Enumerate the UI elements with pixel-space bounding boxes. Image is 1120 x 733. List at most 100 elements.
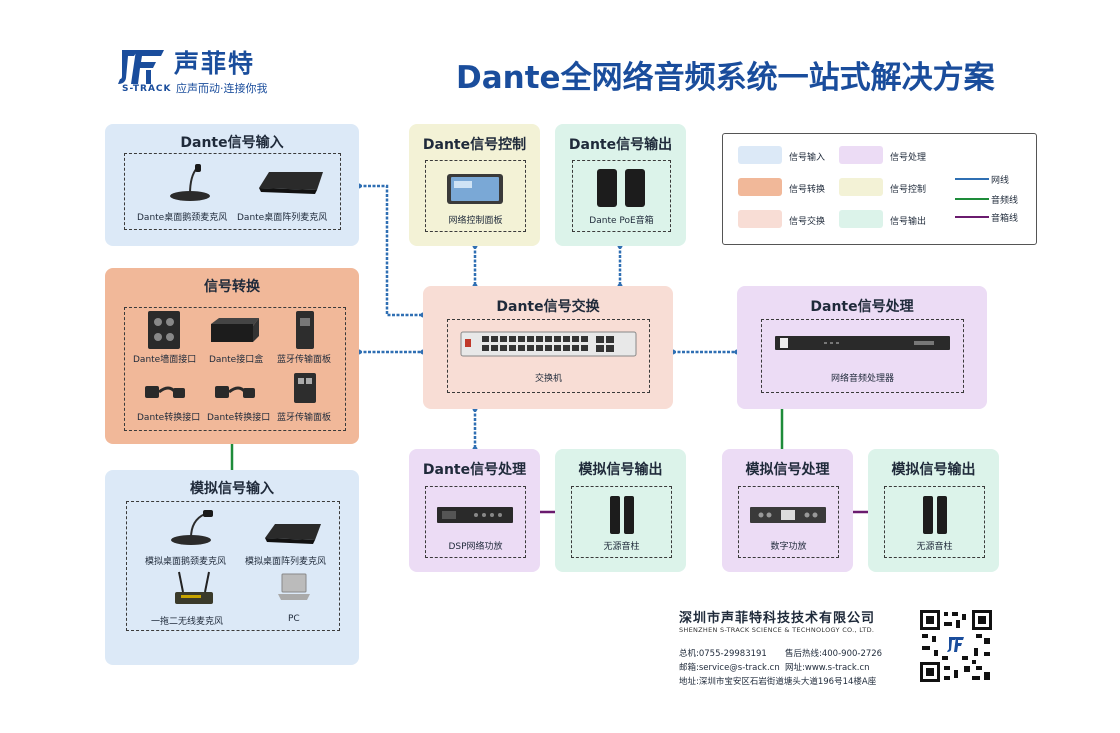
caption: Dante接口盒 [209,355,264,365]
panel-dante-input: Dante信号输入 Dante桌面鹅颈麦克风 Dante桌面阵列麦克风 [105,124,359,246]
caption: 蓝牙传输面板 [277,355,332,365]
panel-title: 模拟信号输出 [578,462,663,478]
device-box: 模拟桌面鹅颈麦克风 模拟桌面阵列麦克风 一拖二无线麦克风 PC [126,501,340,631]
panel-title: 模拟信号输出 [891,462,976,478]
legend-line [955,216,989,218]
cable-input-to-switch [359,184,423,317]
caption: Dante墙面接口 [133,355,197,365]
caption: 网络控制面板 [448,216,503,226]
legend-line [955,198,989,200]
interface-box-icon [211,318,259,342]
panel-analog-input: 模拟信号输入 模拟桌面鹅颈麦克风 模拟桌面阵列麦克风 一拖二无线麦克风 PC [105,470,359,665]
device-box: Dante墙面接口 Dante接口盒 蓝牙传输面板 Dante转换接口 Dant… [124,307,346,431]
caption: Dante桌面阵列麦克风 [237,213,328,223]
gooseneck-mic-icon [170,164,210,201]
gooseneck-mic-icon [171,510,213,545]
legend-swatch [839,210,883,228]
caption: 数字功放 [770,542,807,552]
panel-dante-processing: Dante信号处理 网络音频处理器 [737,286,987,409]
legend-swatch [738,178,782,196]
device-box: 网络控制面板 [425,160,526,232]
converter-dongle-icon [145,386,185,398]
bluetooth-panel-icon [296,311,314,349]
legend-swatch [839,178,883,196]
panel-title: Dante信号处理 [810,299,914,315]
device-box: 网络音频处理器 [761,319,964,393]
legend: 信号输入 信号处理 信号转换 信号控制 信号交换 信号输出 网线 音频线 音箱线 [722,133,1037,245]
page-title: Dante全网络音频系统一站式解决方案 [456,60,995,96]
caption: Dante桌面鹅颈麦克风 [137,213,228,223]
panel-title: Dante信号交换 [496,299,600,315]
company-name-en: SHENZHEN S-TRACK SCIENCE & TECHNOLOGY CO… [679,626,875,634]
company-hotline: 售后热线:400-900-2726 [785,649,883,659]
caption: 无源音柱 [916,542,953,552]
panel-title: 模拟信号处理 [745,462,830,478]
panel-title: Dante信号控制 [422,137,527,153]
panel-analog-processing: 模拟信号处理 数字功放 [722,449,853,572]
caption: 蓝牙传输面板 [277,413,332,423]
legend-swatch [738,210,782,228]
device-box: 无源音柱 [884,486,985,558]
panel-title: Dante信号输出 [568,137,673,153]
device-box: DSP网络功放 [425,486,526,558]
caption: Dante PoE音箱 [589,216,654,226]
caption: PC [288,614,300,624]
caption: Dante转换接口 [207,413,271,423]
legend-label: 信号控制 [890,185,927,195]
network-switch-icon [460,331,637,357]
panel-dante-processing-2: Dante信号处理 DSP网络功放 [409,449,540,572]
device-box: Dante桌面鹅颈麦克风 Dante桌面阵列麦克风 [124,153,341,230]
panel-analog-output-2: 模拟信号输出 无源音柱 [868,449,999,572]
caption: 模拟桌面鹅颈麦克风 [145,557,227,567]
device-box: 数字功放 [738,486,839,558]
audio-processor-icon [775,336,950,350]
wall-interface-icon [148,311,180,349]
legend-label: 信号处理 [890,153,927,163]
array-mic-icon [265,524,321,544]
brand-slogan: 应声而动·连接你我 [176,82,268,95]
company-tel: 总机:0755-29983191 [679,649,767,659]
panel-analog-output-1: 模拟信号输出 无源音柱 [555,449,686,572]
panel-title: 模拟信号输入 [190,481,274,497]
brand-logo-icon [118,50,164,84]
legend-label: 信号交换 [789,217,826,227]
laptop-icon [278,573,310,600]
caption: DSP网络功放 [448,542,503,552]
panel-dante-control: Dante信号控制 网络控制面板 [409,124,540,246]
legend-swatch [839,146,883,164]
panel-title: 信号转换 [204,279,260,295]
company-email: 邮箱:service@s-track.cn [679,663,780,673]
caption: 一拖二无线麦克风 [151,617,224,627]
control-panel-icon [447,174,503,204]
poe-speaker-icon [597,169,645,207]
company-website: 网址:www.s-track.cn [785,663,870,673]
brand-name: 声菲特 [174,49,256,78]
company-name: 深圳市声菲特科技技术有限公司 [679,611,876,626]
panel-dante-output: Dante信号输出 Dante PoE音箱 [555,124,686,246]
dsp-amplifier-icon [437,507,513,523]
device-box: Dante PoE音箱 [572,160,671,232]
company-address: 地址:深圳市宝安区石岩街道塘头大道196号14楼A座 [679,677,877,687]
digital-amplifier-icon [750,507,826,523]
panel-title: Dante信号输入 [180,135,284,151]
column-speaker-icon [610,496,634,534]
caption: 模拟桌面阵列麦克风 [245,557,327,567]
legend-line [955,178,989,180]
caption: 网络音频处理器 [830,374,894,384]
panel-conversion: 信号转换 Dante墙面接口 Dante接口盒 蓝牙传输面板 [105,268,359,444]
bluetooth-panel-icon [294,373,316,403]
legend-swatch [738,146,782,164]
legend-line-label: 音频线 [991,196,1019,206]
legend-line-label: 音箱线 [991,214,1019,224]
caption: Dante转换接口 [137,413,201,423]
caption: 交换机 [534,374,562,384]
array-mic-icon [259,172,323,194]
legend-label: 信号输出 [890,217,927,227]
caption: 无源音柱 [603,542,640,552]
panel-switch: Dante信号交换 交换机 [423,286,673,409]
qr-code-icon [918,608,994,684]
converter-dongle-icon [215,386,255,398]
device-box: 无源音柱 [571,486,672,558]
brand-name-en: S-TRACK [122,84,172,94]
